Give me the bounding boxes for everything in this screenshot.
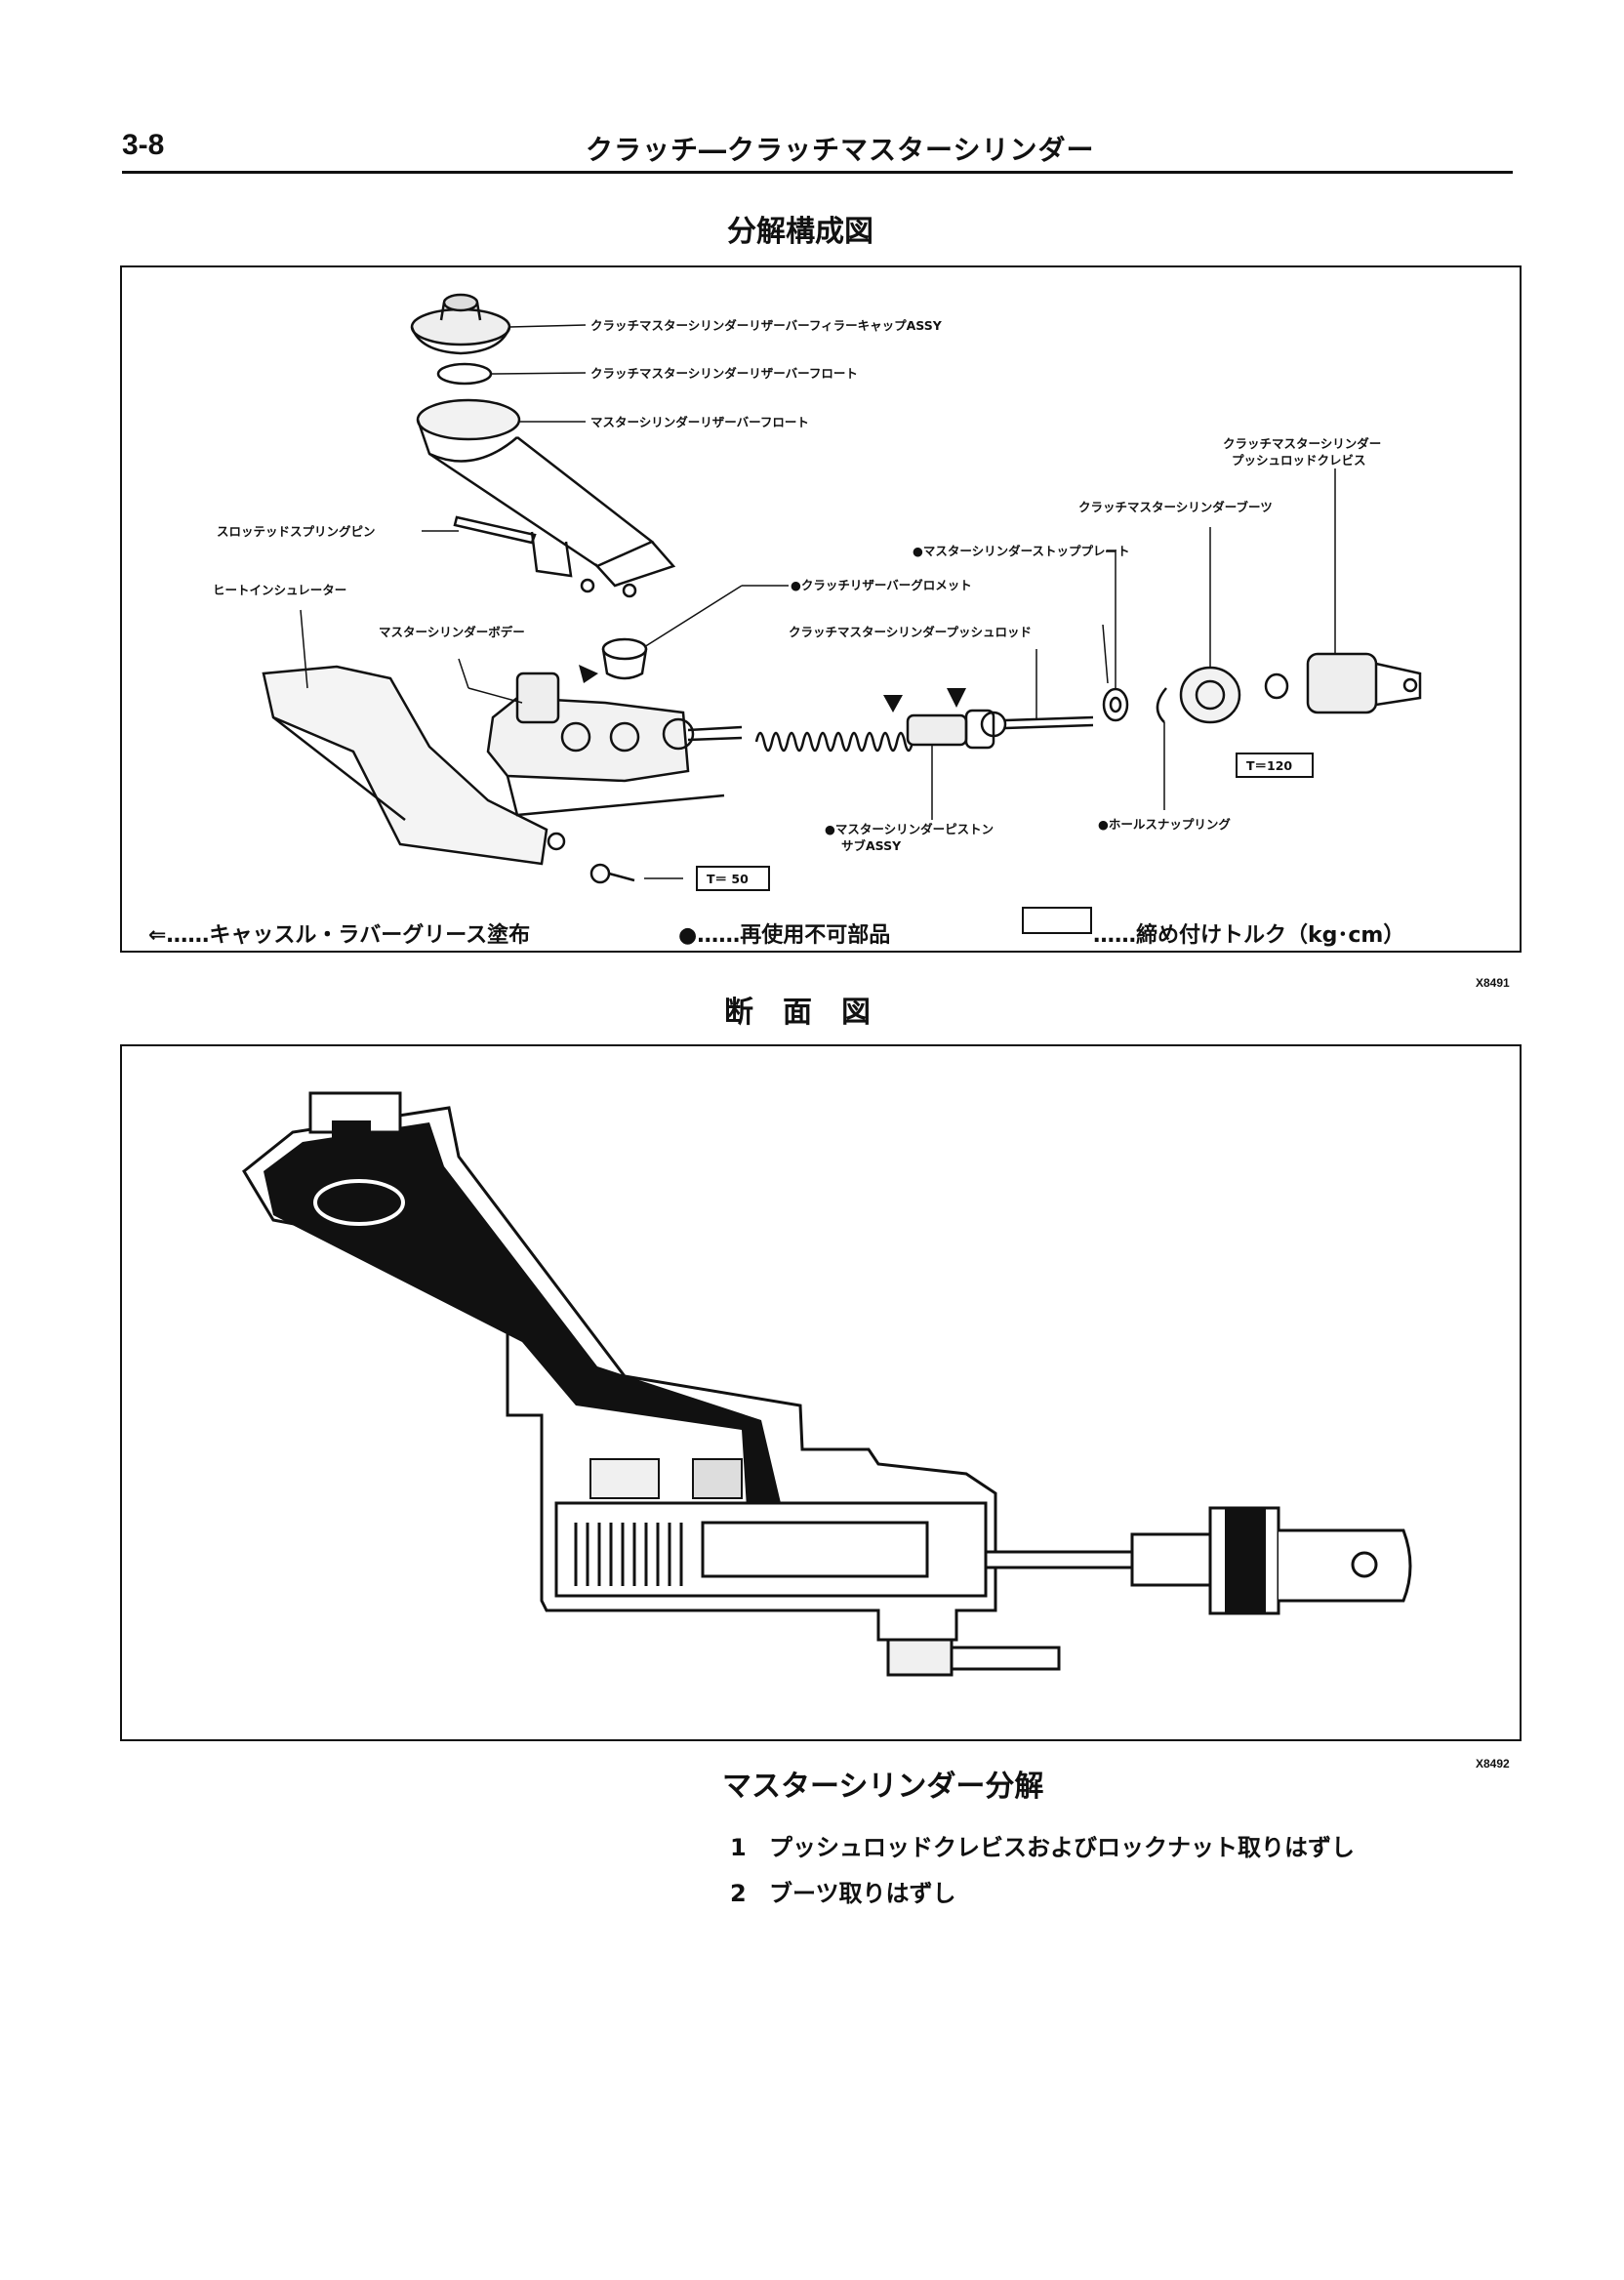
legend-grease: ⇐……キャッスル・ラバーグリース塗布 [148,923,531,948]
label-filler-cap: クラッチマスターシリンダーリザーバーフィラーキャップASSY [590,318,942,333]
step-number: 1 [730,1834,747,1861]
step-text: プッシュロッドクレビスおよびロックナット取りはずし [769,1834,1355,1861]
label-piston-line2: サブASSY [841,838,902,853]
cross-section-title: 断 面 図 [724,996,871,1030]
label-heat-insulator: ヒートインシュレーター [213,583,347,597]
step-text: ブーツ取りはずし [769,1880,956,1907]
label-snap-ring: ●ホールスナップリング [1098,817,1231,832]
steps-heading: マスターシリンダー分解 [722,1770,1044,1804]
figure2-code: X8492 [1476,1757,1510,1771]
label-clevis-line2: プッシュロッドクレビス [1232,453,1366,468]
step-item: 2 ブーツ取りはずし [730,1874,956,1908]
step-item: 1 プッシュロッドクレビスおよびロックナット取りはずし [730,1828,1355,1862]
label-clevis-line1: クラッチマスターシリンダー [1223,436,1382,451]
legend-non-reusable: ●……再使用不可部品 [678,923,891,948]
exploded-view-title: 分解構成図 [727,215,873,249]
label-torque-120: T＝120 [1246,758,1293,773]
running-title: クラッチ―クラッチマスターシリンダー [586,134,1095,166]
label-torque-50: T＝ 50 [707,872,749,886]
label-push-rod: クラッチマスターシリンダープッシュロッド [789,625,1033,639]
legend-torque: ……締め付けトルク（kg･cm） [1093,923,1405,948]
label-reservoir-float-2: マスターシリンダーリザーバーフロート [590,415,809,429]
label-stop-plate: ●マスターシリンダーストッププレート [913,544,1130,558]
label-grommet: ●クラッチリザーバーグロメット [791,578,972,592]
label-slotted-pin: スロッテッドスプリングピン [217,524,376,539]
figure1-code: X8491 [1476,976,1510,990]
label-boot: クラッチマスターシリンダーブーツ [1078,500,1273,514]
header-rule [122,171,1513,174]
step-number: 2 [730,1880,747,1907]
label-reservoir-float: クラッチマスターシリンダーリザーバーフロート [590,366,858,381]
page-number: 3-8 [122,129,165,161]
exploded-view-figure [120,265,1522,953]
label-piston-line1: ●マスターシリンダーピストン [825,822,995,836]
label-body: マスターシリンダーボデー [379,625,525,639]
